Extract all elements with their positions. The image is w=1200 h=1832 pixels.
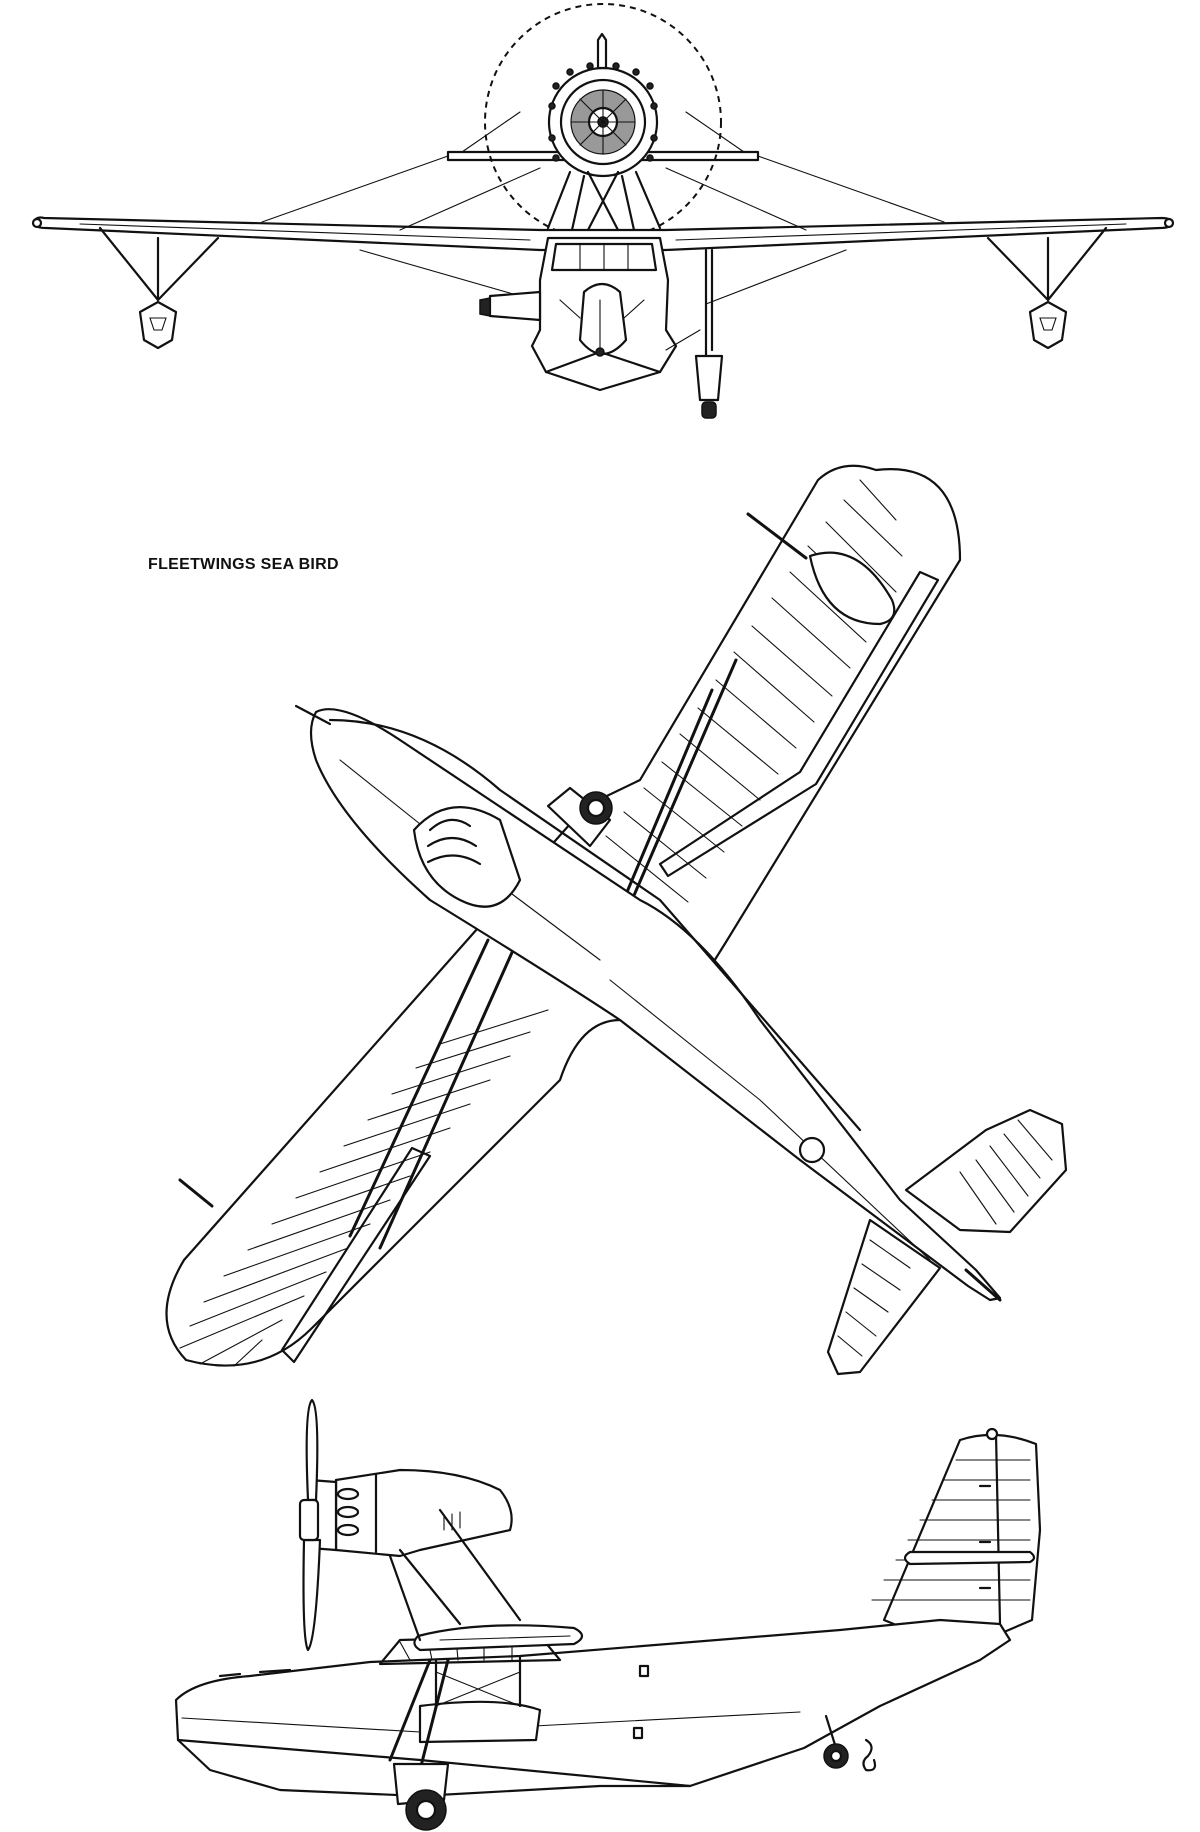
- top-rudder-trailing-edge: [964, 1268, 1002, 1302]
- side-view: [174, 1398, 1042, 1831]
- top-horizontal-tail: [826, 1108, 1068, 1376]
- front-pylon-struts: [546, 170, 662, 232]
- side-tail-wheel: [823, 1714, 877, 1772]
- side-hull: [174, 1618, 1012, 1798]
- top-left-pitot: [178, 1178, 214, 1208]
- front-hull: [530, 236, 678, 392]
- side-propeller: [298, 1398, 322, 1652]
- front-upper-nacelle-wing: [446, 111, 760, 162]
- front-left-wing-float: [98, 226, 220, 350]
- side-fin-rudder: [871, 1427, 1042, 1636]
- side-horizontal-stabilizer: [903, 1550, 1036, 1566]
- top-tail-wheel: [798, 1136, 826, 1164]
- propeller-disc-outline: [484, 3, 722, 241]
- front-right-wing-float: [986, 226, 1108, 350]
- side-engine-nacelle: [308, 1468, 522, 1642]
- top-landing-gear-blister: [546, 786, 613, 848]
- top-left-wing-struts: [348, 938, 516, 1250]
- side-main-landing-gear: [388, 1658, 450, 1831]
- front-engine-cowling: [547, 62, 659, 178]
- top-right-aileron: [658, 570, 940, 878]
- front-flying-wires: [261, 155, 945, 305]
- top-right-pitot: [746, 512, 808, 560]
- top-right-float: [808, 551, 896, 626]
- front-main-wing: [31, 216, 1175, 252]
- side-wing-float: [418, 1654, 542, 1744]
- top-view: [165, 464, 1068, 1376]
- front-view: [31, 3, 1175, 419]
- front-right-landing-gear: [665, 248, 724, 419]
- top-engine-nacelle: [412, 806, 522, 908]
- side-main-wing-section: [413, 1624, 584, 1652]
- front-left-nose-stub: [479, 290, 542, 322]
- top-left-aileron: [280, 1146, 432, 1364]
- front-propeller-blade: [596, 32, 608, 70]
- drawing-title: FLEETWINGS SEA BIRD: [148, 556, 339, 573]
